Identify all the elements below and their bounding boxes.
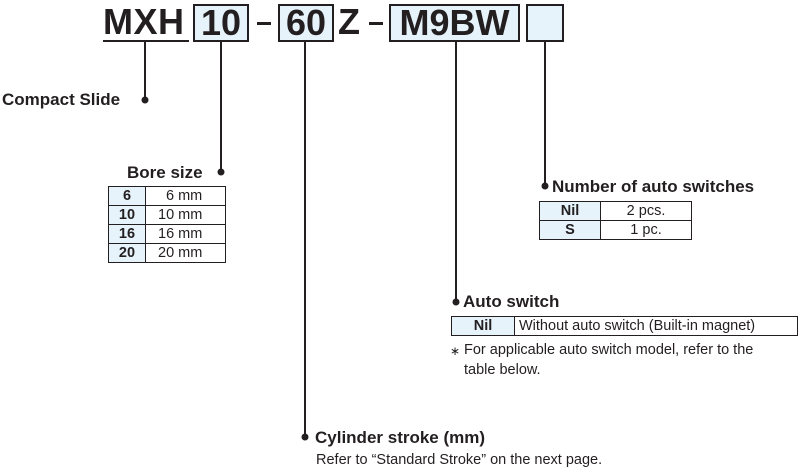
table-row: Nil Without auto switch (Built-in magnet… xyxy=(451,316,798,336)
stroke-label: Cylinder stroke (mm) xyxy=(315,428,486,447)
bore-value: 16 mm xyxy=(145,224,226,244)
bore-size-label: Bore size xyxy=(127,163,203,182)
stroke-dot xyxy=(301,433,309,441)
bore-size-dot xyxy=(217,168,225,176)
bore-value: 10 mm xyxy=(145,205,226,225)
count-code: S xyxy=(539,220,601,240)
hyphen-2 xyxy=(369,22,383,25)
auto-switch-label: Auto switch xyxy=(463,292,560,311)
table-row: 20 20 mm xyxy=(108,243,226,263)
model-mid-letter: Z xyxy=(338,1,361,42)
bore-size-table: 6 6 mm 10 10 mm 16 16 mm 20 20 mm xyxy=(108,186,226,263)
count-dot xyxy=(541,182,549,190)
count-code: Nil xyxy=(539,201,601,221)
auto-switch-note-mark: ∗ xyxy=(450,344,461,358)
switch-value: Without auto switch (Built-in magnet) xyxy=(514,316,798,336)
switch-code-box: M9BW xyxy=(389,4,520,42)
auto-switch-dot xyxy=(452,298,460,306)
model-prefix-underline xyxy=(103,40,189,42)
auto-switch-note-line-2: table below. xyxy=(464,362,541,378)
auto-switch-note-line-1: For applicable auto switch model, refer … xyxy=(464,342,754,358)
bore-code: 20 xyxy=(108,243,146,263)
bore-value: 20 mm xyxy=(145,243,226,263)
count-code-box xyxy=(526,4,564,42)
count-value: 2 pcs. xyxy=(600,201,692,221)
hyphen-1 xyxy=(257,22,271,25)
bore-code-box: 10 xyxy=(193,4,249,42)
bore-value: 6 mm xyxy=(145,186,226,206)
compact-slide-dot xyxy=(141,96,149,104)
count-value: 1 pc. xyxy=(600,220,692,240)
auto-switch-count-table: Nil 2 pcs. S 1 pc. xyxy=(539,201,692,240)
bore-code: 10 xyxy=(108,205,146,225)
table-row: 10 10 mm xyxy=(108,205,226,225)
stroke-note: Refer to “Standard Stroke” on the next p… xyxy=(316,452,603,468)
table-row: Nil 2 pcs. xyxy=(539,201,692,221)
bore-code: 6 xyxy=(108,186,146,206)
auto-switch-table: Nil Without auto switch (Built-in magnet… xyxy=(451,316,798,336)
bore-code: 16 xyxy=(108,224,146,244)
table-row: 16 16 mm xyxy=(108,224,226,244)
table-row: 6 6 mm xyxy=(108,186,226,206)
stroke-code-box: 60 xyxy=(278,4,334,42)
table-row: S 1 pc. xyxy=(539,220,692,240)
switch-code: Nil xyxy=(451,316,515,336)
auto-switch-count-label: Number of auto switches xyxy=(552,177,755,196)
model-prefix: MXH xyxy=(103,1,185,42)
compact-slide-label: Compact Slide xyxy=(2,90,121,109)
